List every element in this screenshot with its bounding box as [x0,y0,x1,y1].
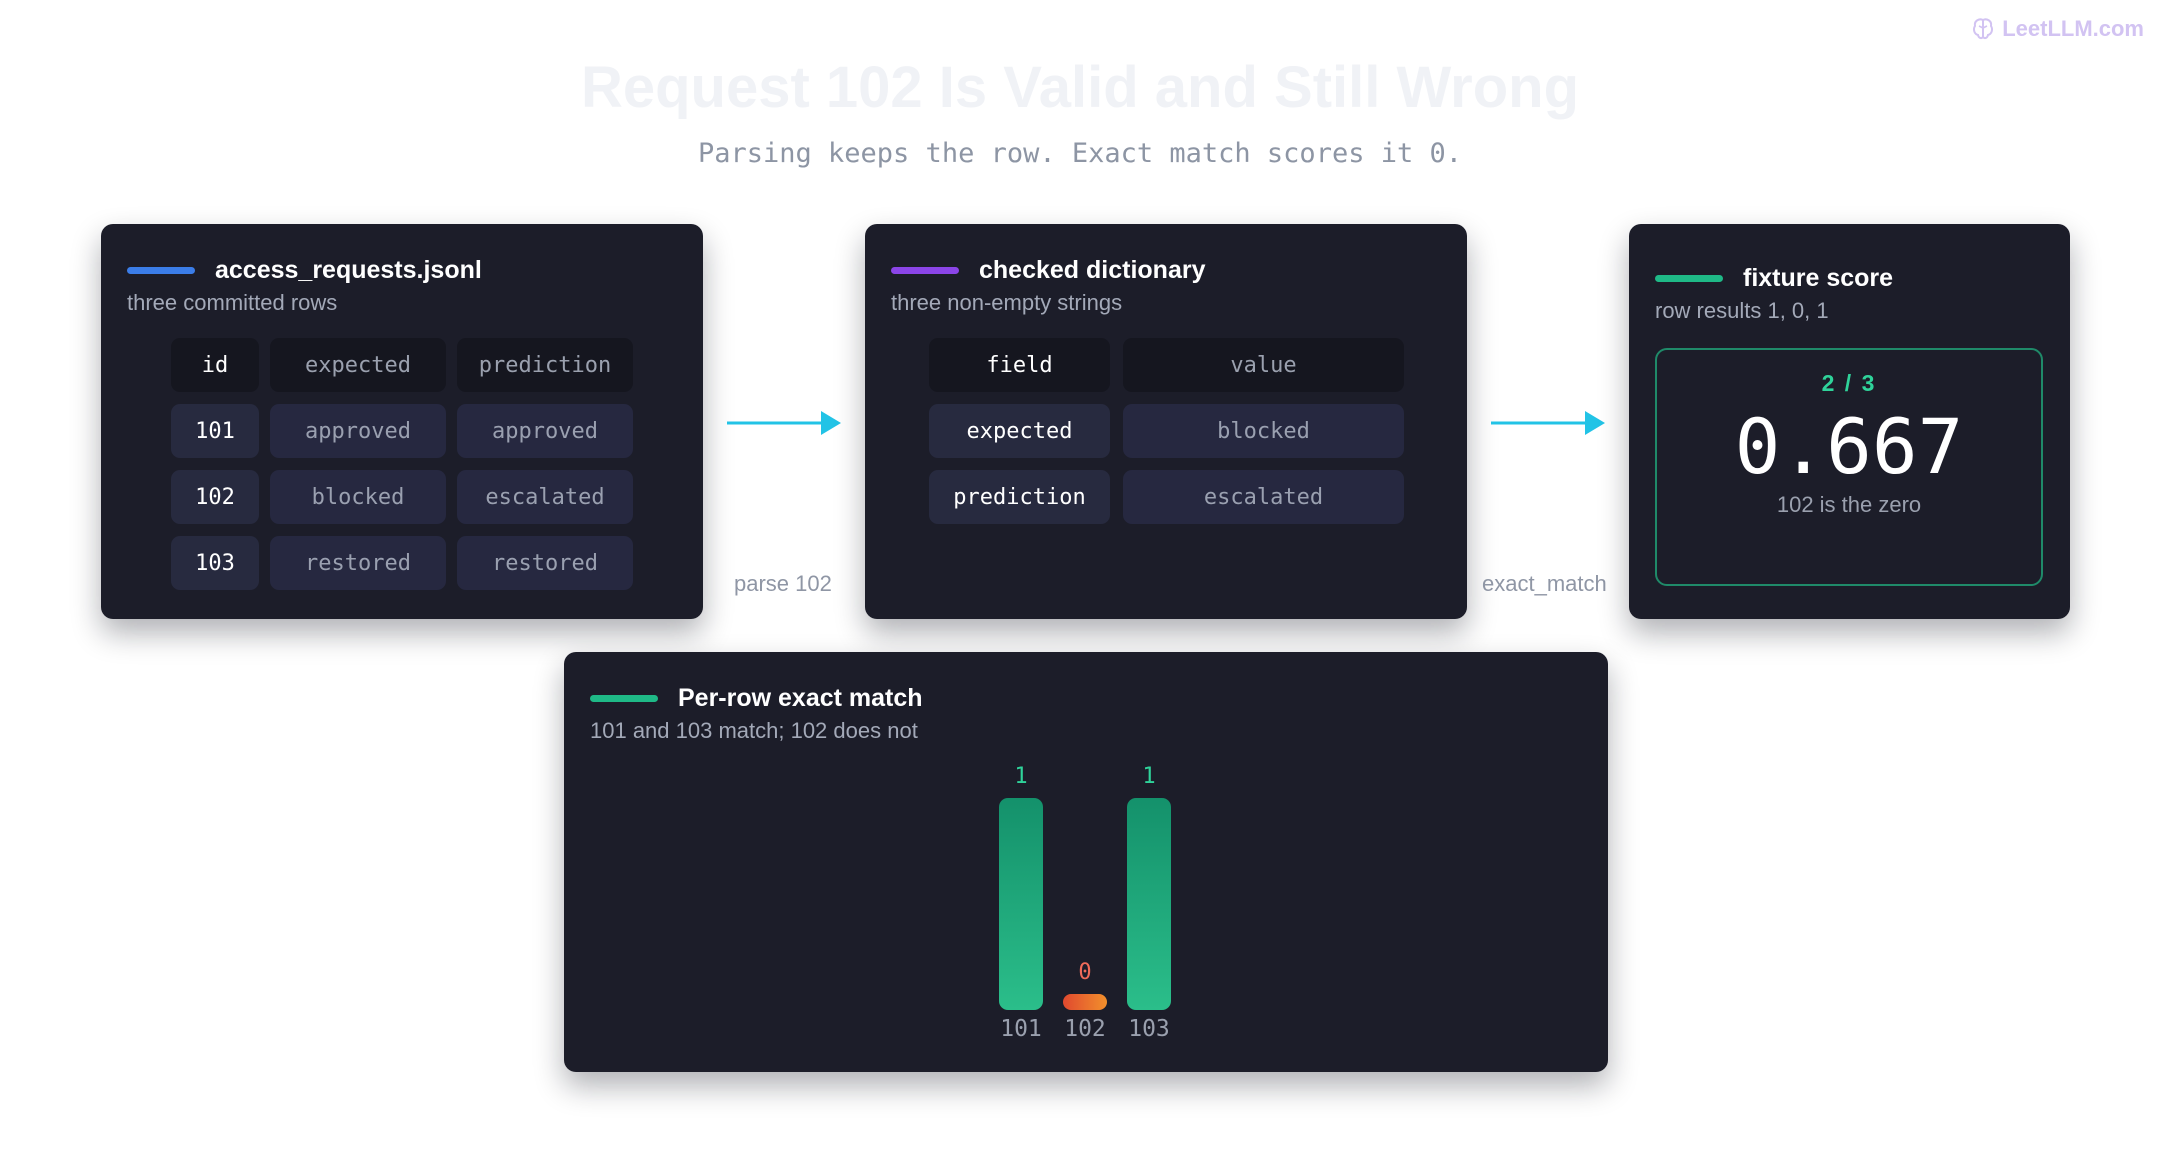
page-title: Request 102 Is Valid and Still Wrong [580,55,1580,120]
bar-value-label-102: 0 [1078,960,1092,985]
row-102-expected: blocked [270,470,446,524]
column-header-field: field [929,338,1110,392]
bar-category-label-102: 102 [1064,1016,1106,1042]
dict-value-prediction: escalated [1123,470,1404,524]
chart-panel-header: Per-row exact match [590,684,923,713]
chart-panel-title: Per-row exact match [678,684,923,712]
chart-panel-subtitle: 101 and 103 match; 102 does not [590,718,918,743]
column-header-id: id [171,338,259,392]
dictionary-panel: checked dictionary three non-empty strin… [865,224,1467,619]
column-header-value: value [1123,338,1404,392]
bar-category-label-103: 103 [1128,1016,1170,1042]
bar-101 [999,798,1043,1010]
requests-panel-subtitle: three committed rows [127,290,338,315]
bar-102 [1063,994,1107,1010]
score-ratio: 2 / 3 [1821,370,1877,396]
score-caption: 102 is the zero [1776,492,1922,517]
requests-panel-title: access_requests.jsonl [215,256,482,284]
row-102-prediction: escalated [457,470,633,524]
score-box: 2 / 3 0.667 102 is the zero [1655,348,2043,586]
score-panel: fixture score row results 1, 0, 1 2 / 3 … [1629,224,2070,619]
brain-icon [1973,18,1994,40]
chart-accent-bar [590,695,658,702]
match-arrow-icon [1491,411,1605,435]
bar-value-label-101: 1 [1014,764,1028,789]
brand-logo[interactable]: LeetLLM.com [1972,16,2144,42]
score-panel-title: fixture score [1743,264,1894,292]
bar-chart: 1 101 0 102 1 103 [564,652,1608,1072]
parse-arrow-icon [727,411,841,435]
row-101-prediction: approved [457,404,633,458]
score-accent-bar [1655,275,1723,282]
page-subtitle: Parsing keeps the row. Exact match score… [697,138,1462,169]
row-101-expected: approved [270,404,446,458]
row-103-expected: restored [270,536,446,590]
dict-value-expected: blocked [1123,404,1404,458]
dictionary-accent-bar [891,267,959,274]
parse-connector-label: parse 102 [734,571,832,596]
match-connector-label: exact_match [1482,571,1607,596]
requests-accent-bar [127,267,195,274]
row-103-id: 103 [171,536,259,590]
dictionary-panel-subtitle: three non-empty strings [891,290,1123,315]
chart-panel: Per-row exact match 101 and 103 match; 1… [564,652,1608,1072]
row-102-id: 102 [171,470,259,524]
dict-field-expected: expected [929,404,1110,458]
bar-category-label-101: 101 [1000,1016,1042,1042]
column-header-expected: expected [270,338,446,392]
dict-field-prediction: prediction [929,470,1110,524]
row-101-id: 101 [171,404,259,458]
score-panel-header: fixture score [1655,264,1893,293]
dictionary-panel-title: checked dictionary [979,256,1206,284]
dictionary-panel-header: checked dictionary [891,256,1205,285]
brand-name: LeetLLM.com [2002,16,2144,41]
score-panel-subtitle: row results 1, 0, 1 [1655,298,1829,323]
column-header-prediction: prediction [457,338,633,392]
bar-value-label-103: 1 [1142,764,1156,789]
score-value: 0.667 [1734,402,1964,491]
requests-panel-header: access_requests.jsonl [127,256,482,285]
requests-panel: access_requests.jsonl three committed ro… [101,224,703,619]
row-103-prediction: restored [457,536,633,590]
bar-103 [1127,798,1171,1010]
